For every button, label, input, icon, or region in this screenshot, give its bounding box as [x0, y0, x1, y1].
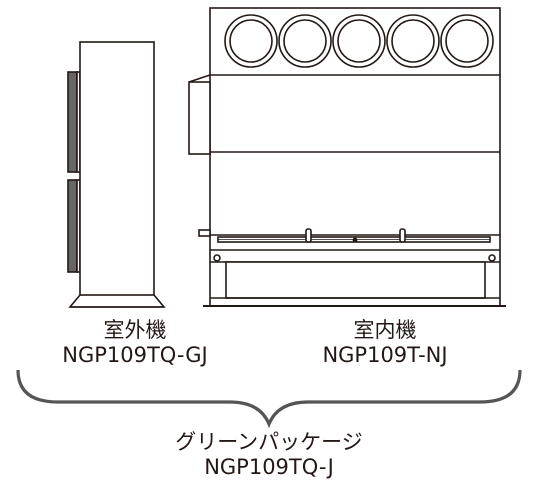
- package-model: NGP109TQ-J: [204, 455, 334, 479]
- outdoor-unit-label: 室外機 NGP109TQ-GJ: [20, 318, 250, 368]
- indoor-unit-body: [209, 7, 501, 307]
- outdoor-unit-drawing: [67, 41, 166, 308]
- outdoor-unit-base: [68, 294, 166, 308]
- fan-outlets: [224, 14, 494, 68]
- outdoor-coil-upper: [67, 71, 78, 173]
- indoor-unit-drawing: [188, 7, 506, 307]
- outdoor-unit-name: 室外機: [103, 318, 167, 342]
- outdoor-coil-lower: [67, 179, 78, 273]
- package-bracket: [16, 369, 522, 429]
- outdoor-unit-body: [79, 41, 155, 296]
- outdoor-unit-model: NGP109TQ-GJ: [62, 343, 208, 367]
- indoor-side-box: [188, 81, 211, 155]
- indoor-unit-label: 室内機 NGP109T-NJ: [245, 318, 525, 368]
- indoor-unit-name: 室内機: [353, 318, 417, 342]
- indoor-base-frame: [225, 261, 486, 299]
- package-name: グリーンパッケージ: [175, 430, 363, 454]
- indoor-unit-model: NGP109T-NJ: [322, 343, 448, 367]
- package-label: グリーンパッケージ NGP109TQ-J: [100, 430, 438, 480]
